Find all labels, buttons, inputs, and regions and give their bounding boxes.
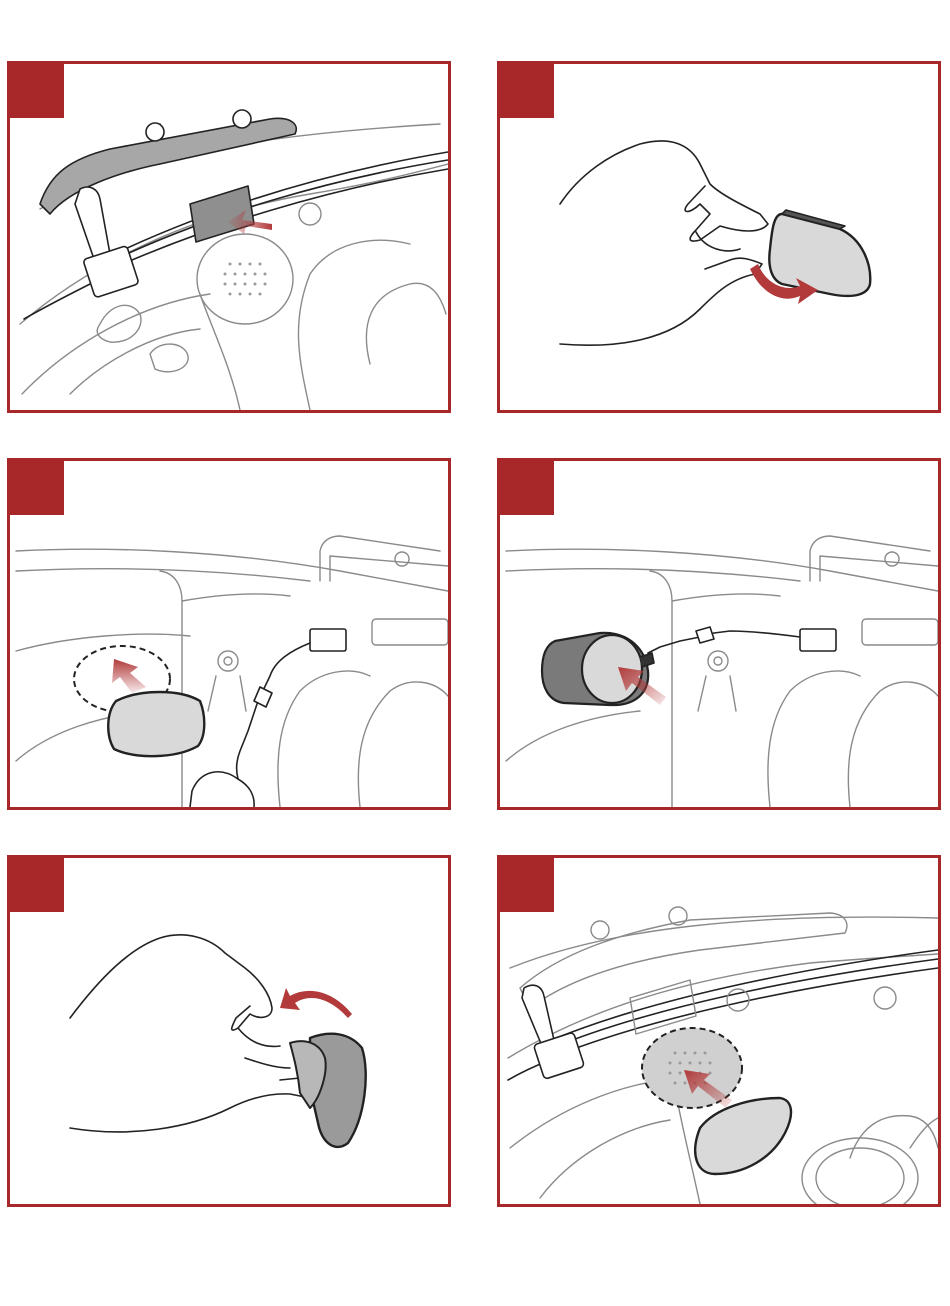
step-panel-6	[497, 855, 941, 1207]
step-panel-4	[497, 458, 941, 810]
illustration-attach-speaker	[500, 858, 938, 1204]
illustration-boom-mic	[500, 461, 938, 807]
target-outline	[642, 1028, 742, 1108]
illustration-attach-pad	[10, 461, 448, 807]
step-panel-5	[7, 855, 451, 1207]
step-panel-2	[497, 61, 941, 413]
place-arrow-icon	[112, 659, 146, 693]
illustration-cable-holder	[10, 64, 448, 410]
step-panel-1	[7, 61, 451, 413]
peel-arrow-icon	[280, 988, 352, 1018]
step-panel-3	[7, 458, 451, 810]
illustration-peel-velcro	[10, 858, 448, 1204]
illustration-peel-pad	[500, 64, 938, 410]
